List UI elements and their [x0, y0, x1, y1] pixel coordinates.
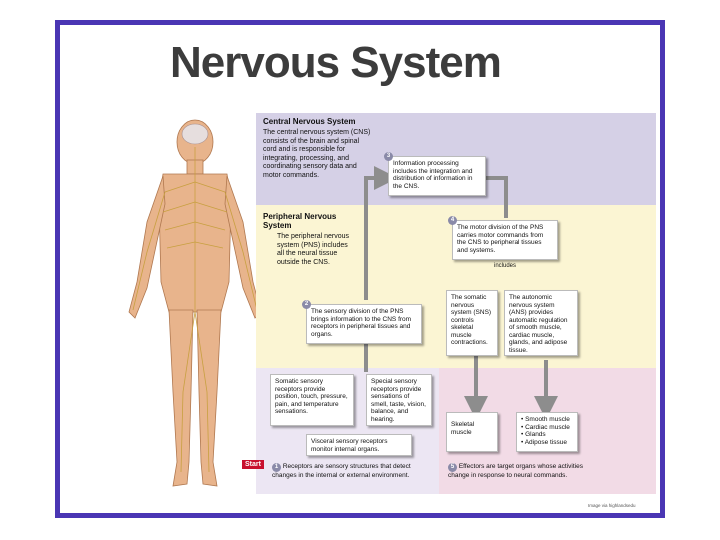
- step-1-badge: 1: [272, 463, 281, 472]
- autonomic-nervous-system-box: The autonomic nervous system (ANS) provi…: [504, 290, 578, 356]
- step-2-text: The sensory division of the PNS brings i…: [311, 308, 412, 338]
- step-4-text: The motor division of the PNS carries mo…: [457, 224, 544, 254]
- somatic-nervous-system-box: The somatic nervous system (SNS) control…: [446, 290, 498, 356]
- page-title: Nervous System: [170, 38, 502, 87]
- arrow-processing-to-motor: [482, 176, 508, 218]
- visceral-sensory-receptors-box: Visceral sensory receptors monitor inter…: [306, 434, 412, 456]
- effector-item: • Glands: [521, 431, 546, 438]
- step-3-badge: 3: [384, 152, 393, 161]
- human-body-figure: [128, 119, 262, 487]
- effector-item: • Cardiac muscle: [521, 423, 570, 431]
- motor-division-box: 4 The motor division of the PNS carries …: [448, 216, 558, 260]
- cns-label: Central Nervous System The central nervo…: [263, 117, 371, 180]
- step-1-text: Receptors are sensory structures that de…: [272, 463, 411, 479]
- skeletal-muscle-box: Skeletal muscle: [446, 412, 498, 452]
- step-5-badge: 5: [448, 463, 457, 472]
- effector-item: • Smooth muscle: [521, 416, 570, 423]
- receptors-label: 1 Receptors are sensory structures that …: [272, 463, 436, 480]
- arrow-sensory-to-processing: [364, 166, 398, 300]
- start-tag: Start: [242, 460, 264, 469]
- somatic-sensory-receptors-box: Somatic sensory receptors provide positi…: [270, 374, 354, 426]
- image-credit: Image via highlandsedu: [588, 503, 636, 508]
- pns-text: The peripheral nervous system (PNS) incl…: [277, 233, 349, 266]
- pns-label: Peripheral Nervous System The peripheral…: [263, 212, 349, 267]
- includes-label: includes: [494, 263, 517, 269]
- effectors-label: 5 Effectors are target organs whose acti…: [448, 463, 588, 480]
- cns-text: The central nervous system (CNS) consist…: [263, 129, 371, 179]
- step-5-text: Effectors are target organs whose activi…: [448, 463, 583, 479]
- information-processing-box: 3 Information processing includes the in…: [384, 152, 486, 196]
- pns-heading: Peripheral Nervous System: [263, 212, 337, 230]
- cns-heading: Central Nervous System: [263, 117, 356, 126]
- step-2-badge: 2: [302, 300, 311, 309]
- effector-list-box: • Smooth muscle • Cardiac muscle • Gland…: [516, 412, 578, 452]
- step-4-badge: 4: [448, 216, 457, 225]
- sensory-division-box: 2 The sensory division of the PNS brings…: [302, 300, 422, 344]
- special-sensory-receptors-box: Special sensory receptors provide sensat…: [366, 374, 432, 426]
- step-3-text: Information processing includes the inte…: [393, 160, 473, 190]
- effector-item: • Adipose tissue: [521, 438, 567, 446]
